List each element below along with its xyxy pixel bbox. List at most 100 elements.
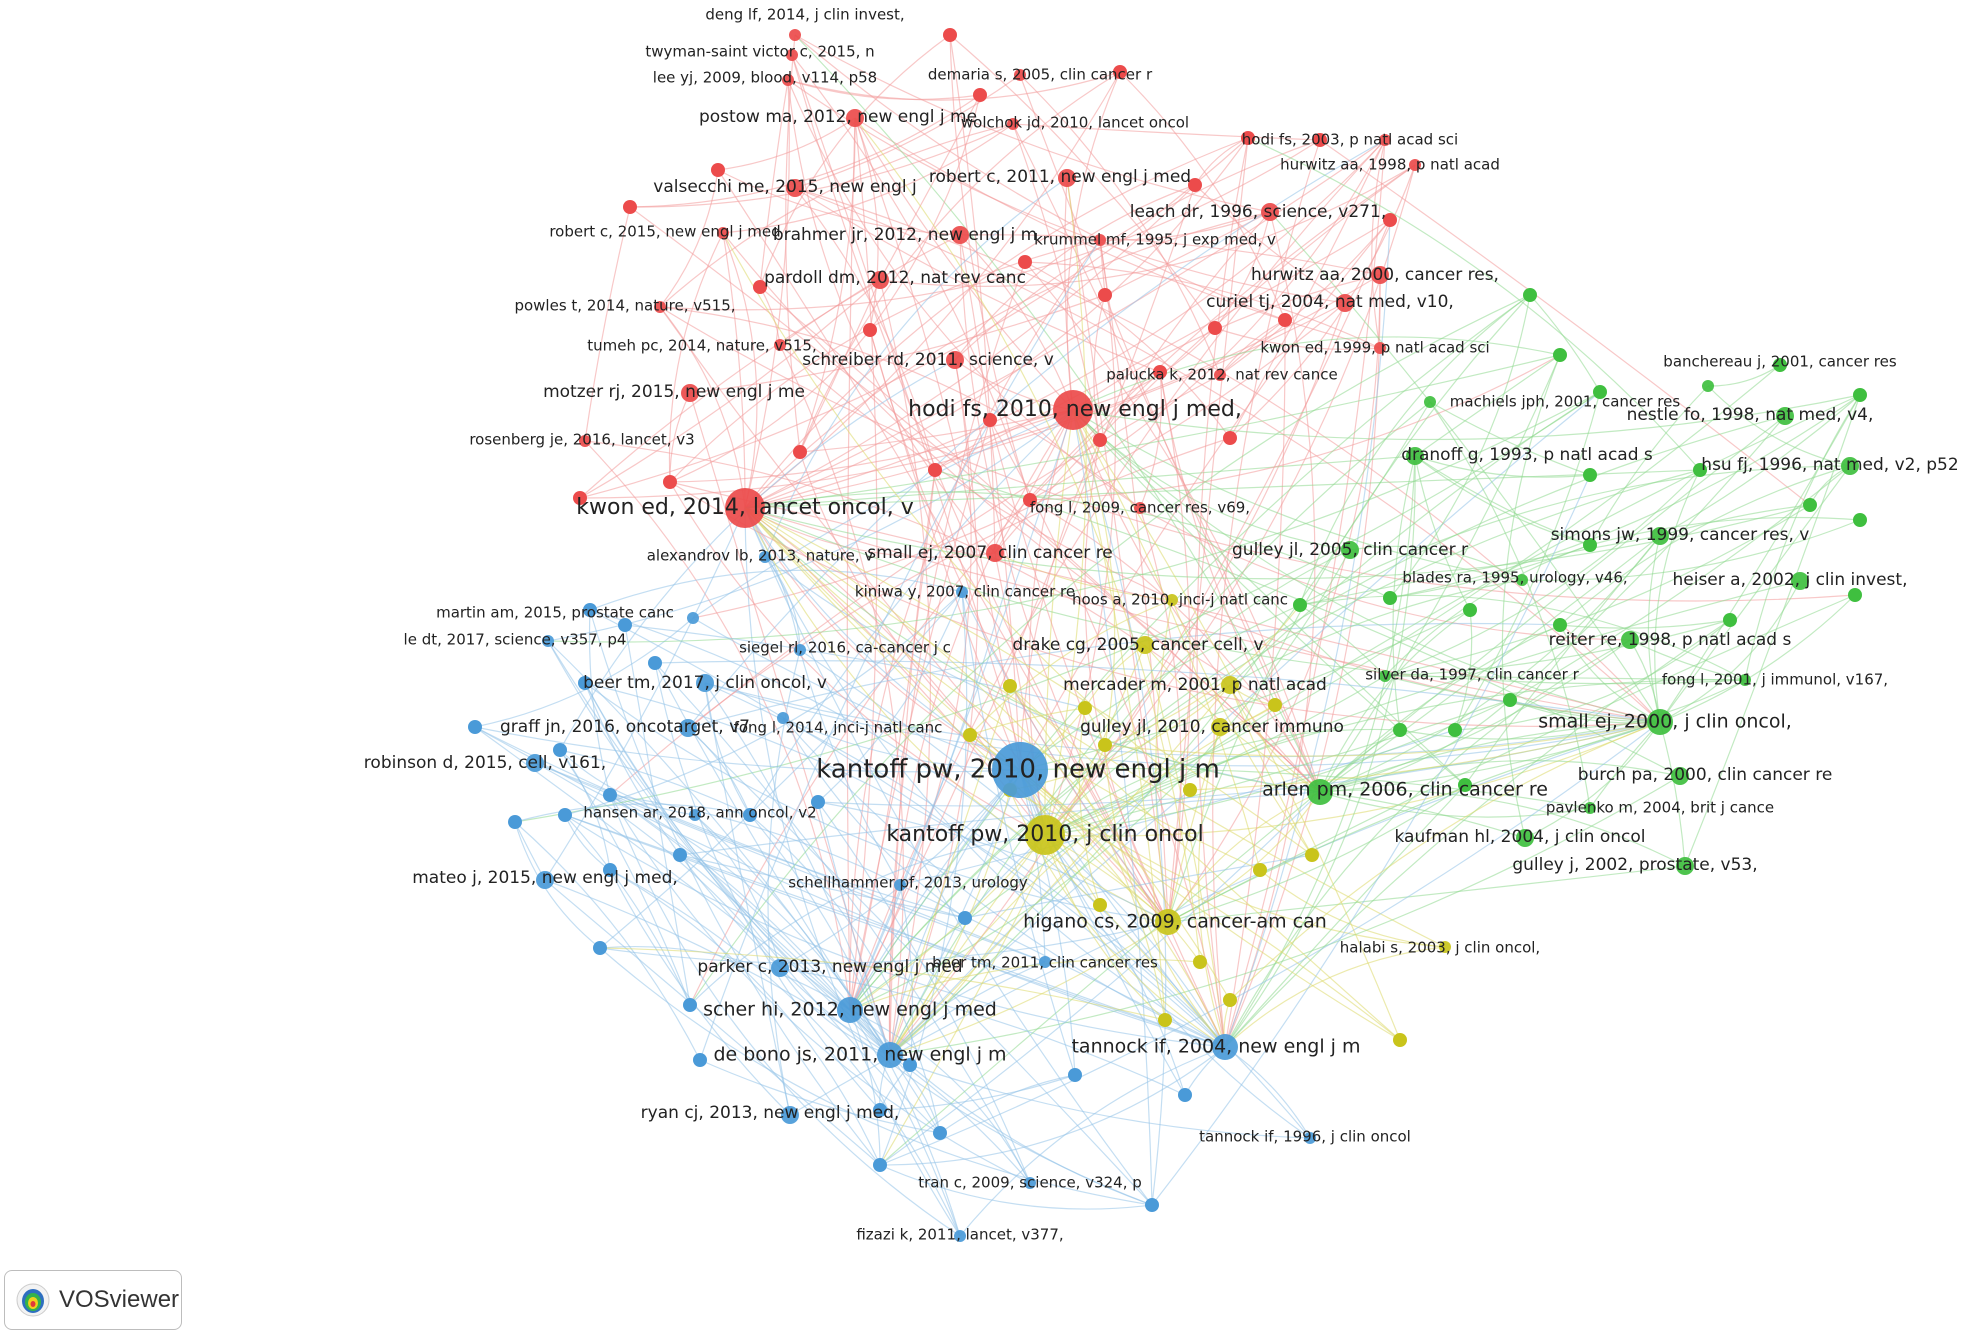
reference-node[interactable] — [1583, 538, 1597, 552]
reference-node-n60[interactable] — [1776, 407, 1794, 425]
reference-node[interactable] — [873, 1103, 887, 1117]
reference-node-n25[interactable] — [579, 435, 591, 447]
reference-node-n59[interactable] — [1424, 396, 1436, 408]
reference-node-n68[interactable] — [1379, 670, 1391, 682]
reference-node[interactable] — [1018, 255, 1032, 269]
reference-node-n26[interactable] — [725, 488, 765, 528]
reference-node[interactable] — [508, 815, 522, 829]
reference-node[interactable] — [903, 1058, 917, 1072]
reference-node[interactable] — [1158, 1013, 1172, 1027]
reference-node[interactable] — [603, 863, 617, 877]
reference-node-n21[interactable] — [946, 351, 964, 369]
reference-node-n7[interactable] — [1379, 134, 1391, 146]
reference-node[interactable] — [1098, 738, 1112, 752]
reference-node[interactable] — [1523, 288, 1537, 302]
reference-node[interactable] — [693, 1053, 707, 1067]
reference-node[interactable] — [1068, 1068, 1082, 1082]
reference-node[interactable] — [1113, 65, 1127, 79]
reference-node[interactable] — [1448, 723, 1462, 737]
reference-node[interactable] — [1773, 358, 1787, 372]
reference-node-n55[interactable] — [1025, 815, 1065, 855]
reference-node[interactable] — [873, 1158, 887, 1172]
reference-node-n70[interactable] — [1647, 709, 1673, 735]
reference-node[interactable] — [958, 911, 972, 925]
reference-node-n2[interactable] — [786, 49, 798, 61]
reference-node-n58[interactable] — [1702, 380, 1714, 392]
reference-node-n37[interactable] — [526, 754, 544, 772]
reference-node[interactable] — [1188, 178, 1202, 192]
reference-node-n9[interactable] — [1058, 169, 1076, 187]
reference-node-n1[interactable] — [789, 29, 801, 41]
reference-node[interactable] — [573, 491, 587, 505]
reference-node[interactable] — [928, 463, 942, 477]
reference-node-n30[interactable] — [956, 586, 968, 598]
reference-node-n28[interactable] — [759, 551, 771, 563]
reference-node-n3[interactable] — [782, 74, 794, 86]
reference-node-n50[interactable] — [954, 1230, 966, 1242]
reference-node[interactable] — [663, 475, 677, 489]
reference-node-n47[interactable] — [781, 1106, 799, 1124]
reference-node-n12[interactable] — [717, 227, 729, 239]
reference-node-n73[interactable] — [1584, 802, 1596, 814]
reference-node[interactable] — [578, 676, 592, 690]
reference-node-n36[interactable] — [777, 712, 789, 724]
reference-node[interactable] — [1153, 365, 1167, 379]
reference-node[interactable] — [1583, 468, 1597, 482]
reference-node-n11[interactable] — [1261, 203, 1279, 221]
reference-node[interactable] — [648, 656, 662, 670]
reference-node-n23[interactable] — [681, 384, 699, 402]
reference-node[interactable] — [623, 200, 637, 214]
reference-node[interactable] — [811, 795, 825, 809]
reference-node-n19[interactable] — [774, 339, 786, 351]
reference-node[interactable] — [1183, 783, 1197, 797]
reference-node-n45[interactable] — [1212, 1034, 1238, 1060]
reference-node-n31[interactable] — [687, 612, 699, 624]
reference-node[interactable] — [1723, 613, 1737, 627]
reference-node-n14[interactable] — [1094, 234, 1106, 246]
reference-node-n8[interactable] — [1409, 159, 1421, 171]
reference-node-n74[interactable] — [1516, 829, 1534, 847]
reference-node-n39[interactable] — [689, 809, 701, 821]
reference-node-n67[interactable] — [1621, 631, 1639, 649]
reference-node[interactable] — [1241, 131, 1255, 145]
reference-node[interactable] — [1253, 863, 1267, 877]
reference-node[interactable] — [1178, 1088, 1192, 1102]
reference-node-n63[interactable] — [1341, 541, 1359, 559]
reference-node[interactable] — [683, 998, 697, 1012]
reference-node-n4[interactable] — [1014, 69, 1026, 81]
reference-node[interactable] — [1383, 213, 1397, 227]
reference-node-n57[interactable] — [1439, 941, 1451, 953]
reference-node[interactable] — [603, 788, 617, 802]
reference-node[interactable] — [793, 445, 807, 459]
reference-node[interactable] — [1023, 493, 1037, 507]
reference-node-n66[interactable] — [1791, 572, 1809, 590]
reference-node-n54[interactable] — [1211, 718, 1229, 736]
reference-node[interactable] — [1853, 388, 1867, 402]
reference-node-n41[interactable] — [894, 879, 906, 891]
reference-node[interactable] — [983, 413, 997, 427]
reference-node[interactable] — [1278, 313, 1292, 327]
reference-node[interactable] — [1803, 498, 1817, 512]
reference-node[interactable] — [943, 28, 957, 42]
reference-node[interactable] — [1553, 618, 1567, 632]
reference-node[interactable] — [963, 728, 977, 742]
reference-node-n52[interactable] — [1136, 636, 1154, 654]
reference-node-n64[interactable] — [1651, 527, 1669, 545]
reference-node[interactable] — [468, 720, 482, 734]
reference-node-n34[interactable] — [696, 674, 714, 692]
reference-node[interactable] — [1078, 701, 1092, 715]
reference-node[interactable] — [1093, 433, 1107, 447]
reference-node[interactable] — [593, 941, 607, 955]
reference-node[interactable] — [933, 1126, 947, 1140]
reference-node[interactable] — [1098, 288, 1112, 302]
reference-node[interactable] — [1293, 598, 1307, 612]
reference-node-n18[interactable] — [1336, 294, 1354, 312]
reference-node[interactable] — [1458, 778, 1472, 792]
reference-node-n22[interactable] — [1214, 369, 1226, 381]
reference-node-n32[interactable] — [542, 635, 554, 647]
reference-node-n51[interactable] — [1166, 594, 1178, 606]
reference-node-n42[interactable] — [771, 959, 789, 977]
reference-node[interactable] — [1393, 1033, 1407, 1047]
reference-node-n53[interactable] — [1221, 676, 1239, 694]
reference-node-n33[interactable] — [794, 644, 806, 656]
